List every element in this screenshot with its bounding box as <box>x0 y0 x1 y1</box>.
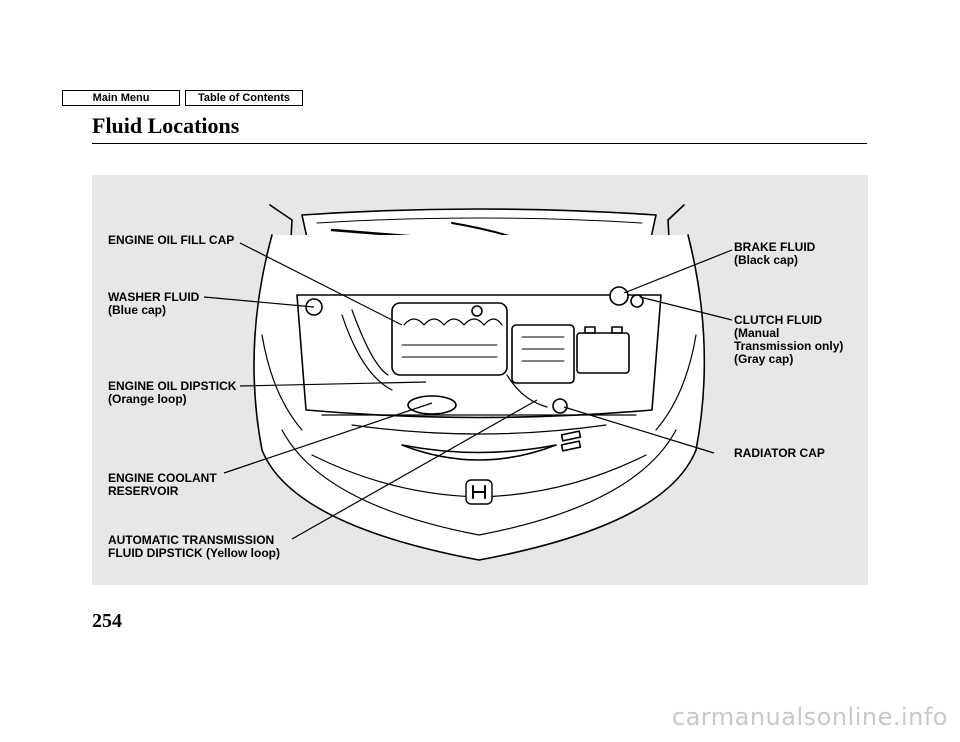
table-of-contents-button[interactable]: Table of Contents <box>185 90 303 106</box>
engine-bay-figure: ENGINE OIL FILL CAP WASHER FLUID (Blue c… <box>92 175 868 585</box>
page-title: Fluid Locations <box>92 113 240 138</box>
callout-engine-coolant-reservoir: ENGINE COOLANT RESERVOIR <box>108 471 217 498</box>
callout-automatic-transmission-dipstick: AUTOMATIC TRANSMISSION FLUID DIPSTICK (Y… <box>108 533 280 560</box>
watermark: carmanualsonline.info <box>671 703 948 731</box>
main-menu-button[interactable]: Main Menu <box>62 90 180 106</box>
callout-radiator-cap: RADIATOR CAP <box>734 446 825 460</box>
callout-brake-fluid: BRAKE FLUID (Black cap) <box>734 240 816 267</box>
callout-engine-oil-dipstick: ENGINE OIL DIPSTICK (Orange loop) <box>108 379 237 406</box>
callout-engine-oil-fill-cap: ENGINE OIL FILL CAP <box>108 233 235 247</box>
callout-clutch-fluid: CLUTCH FLUID (Manual Transmission only) … <box>734 313 844 366</box>
title-divider <box>92 143 867 144</box>
page-number: 254 <box>92 610 122 632</box>
engine-bay-illustration <box>203 204 733 561</box>
callout-washer-fluid: WASHER FLUID (Blue cap) <box>108 290 200 317</box>
